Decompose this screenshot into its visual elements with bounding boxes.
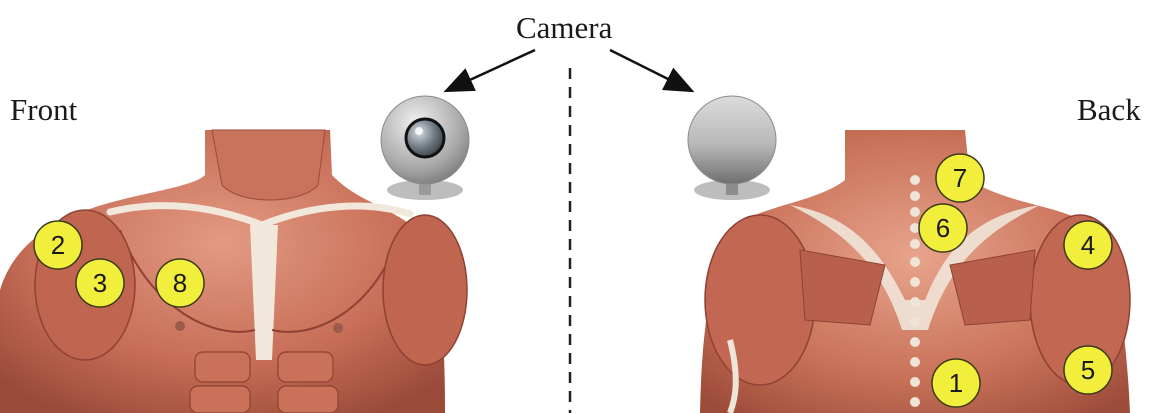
- webcam-back-icon: [688, 96, 776, 200]
- marker-number: 4: [1081, 230, 1095, 260]
- arrow-to-front-camera: [448, 50, 535, 90]
- camera-label: Camera: [516, 12, 612, 43]
- marker-number: 2: [51, 230, 65, 260]
- marker-back-5: 5: [1064, 346, 1112, 394]
- marker-number: 8: [173, 268, 187, 298]
- arrow-to-back-camera: [610, 50, 690, 90]
- marker-back-7: 7: [936, 154, 984, 202]
- marker-back-6: 6: [919, 204, 967, 252]
- back-label: Back: [1077, 94, 1141, 125]
- marker-front-8: 8: [156, 259, 204, 307]
- front-label: Front: [10, 94, 77, 125]
- marker-number: 3: [93, 268, 107, 298]
- marker-back-4: 4: [1064, 221, 1112, 269]
- marker-back-1: 1: [932, 359, 980, 407]
- marker-number: 5: [1081, 355, 1095, 385]
- marker-number: 6: [936, 213, 950, 243]
- marker-front-2: 2: [34, 221, 82, 269]
- marker-number: 1: [949, 368, 963, 398]
- marker-number: 7: [953, 163, 967, 193]
- marker-front-3: 3: [76, 259, 124, 307]
- webcam-icon: [381, 96, 469, 200]
